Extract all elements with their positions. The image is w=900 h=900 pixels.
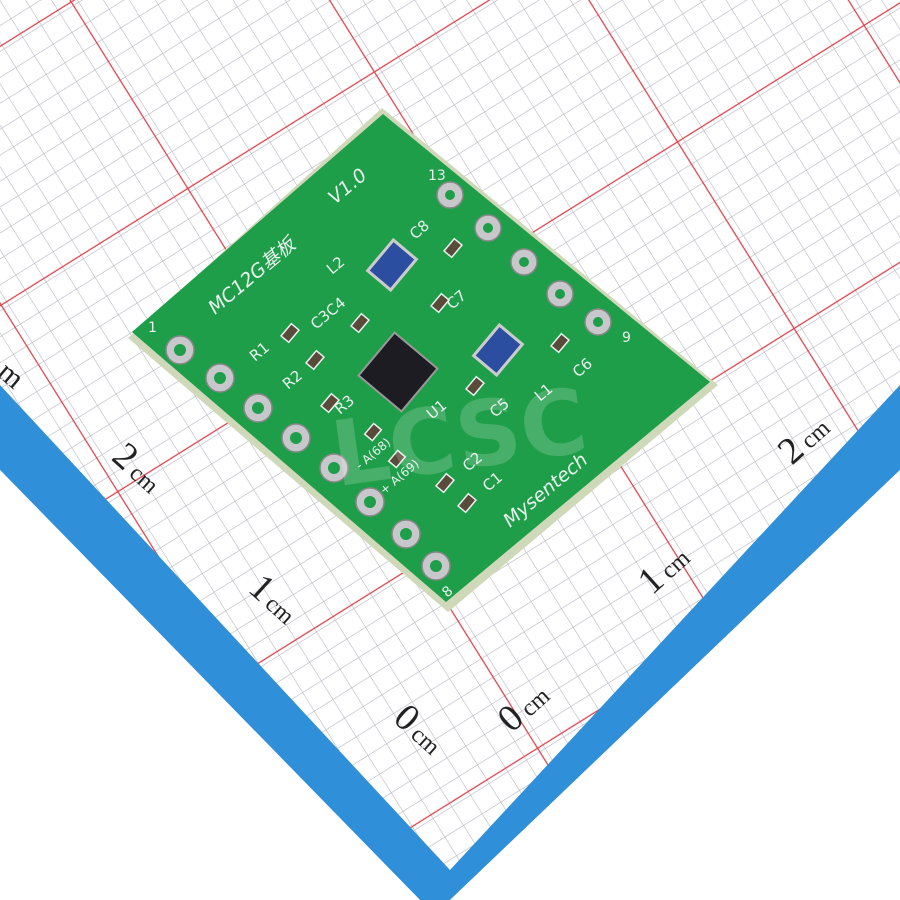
passive-components bbox=[279, 237, 571, 514]
chip-u1 bbox=[357, 331, 439, 413]
ruler-band bbox=[0, 385, 900, 900]
pin-9-label: 9 bbox=[622, 330, 631, 346]
pin-13-label: 13 bbox=[428, 168, 446, 184]
inductor-l2 bbox=[365, 237, 419, 293]
inductor-l1 bbox=[471, 322, 525, 378]
pin-1-label: 1 bbox=[148, 320, 157, 336]
pcb-board: MC12G基板 V1.0 Mysentech 1 8 9 13 R1 R2 R3… bbox=[128, 108, 718, 612]
